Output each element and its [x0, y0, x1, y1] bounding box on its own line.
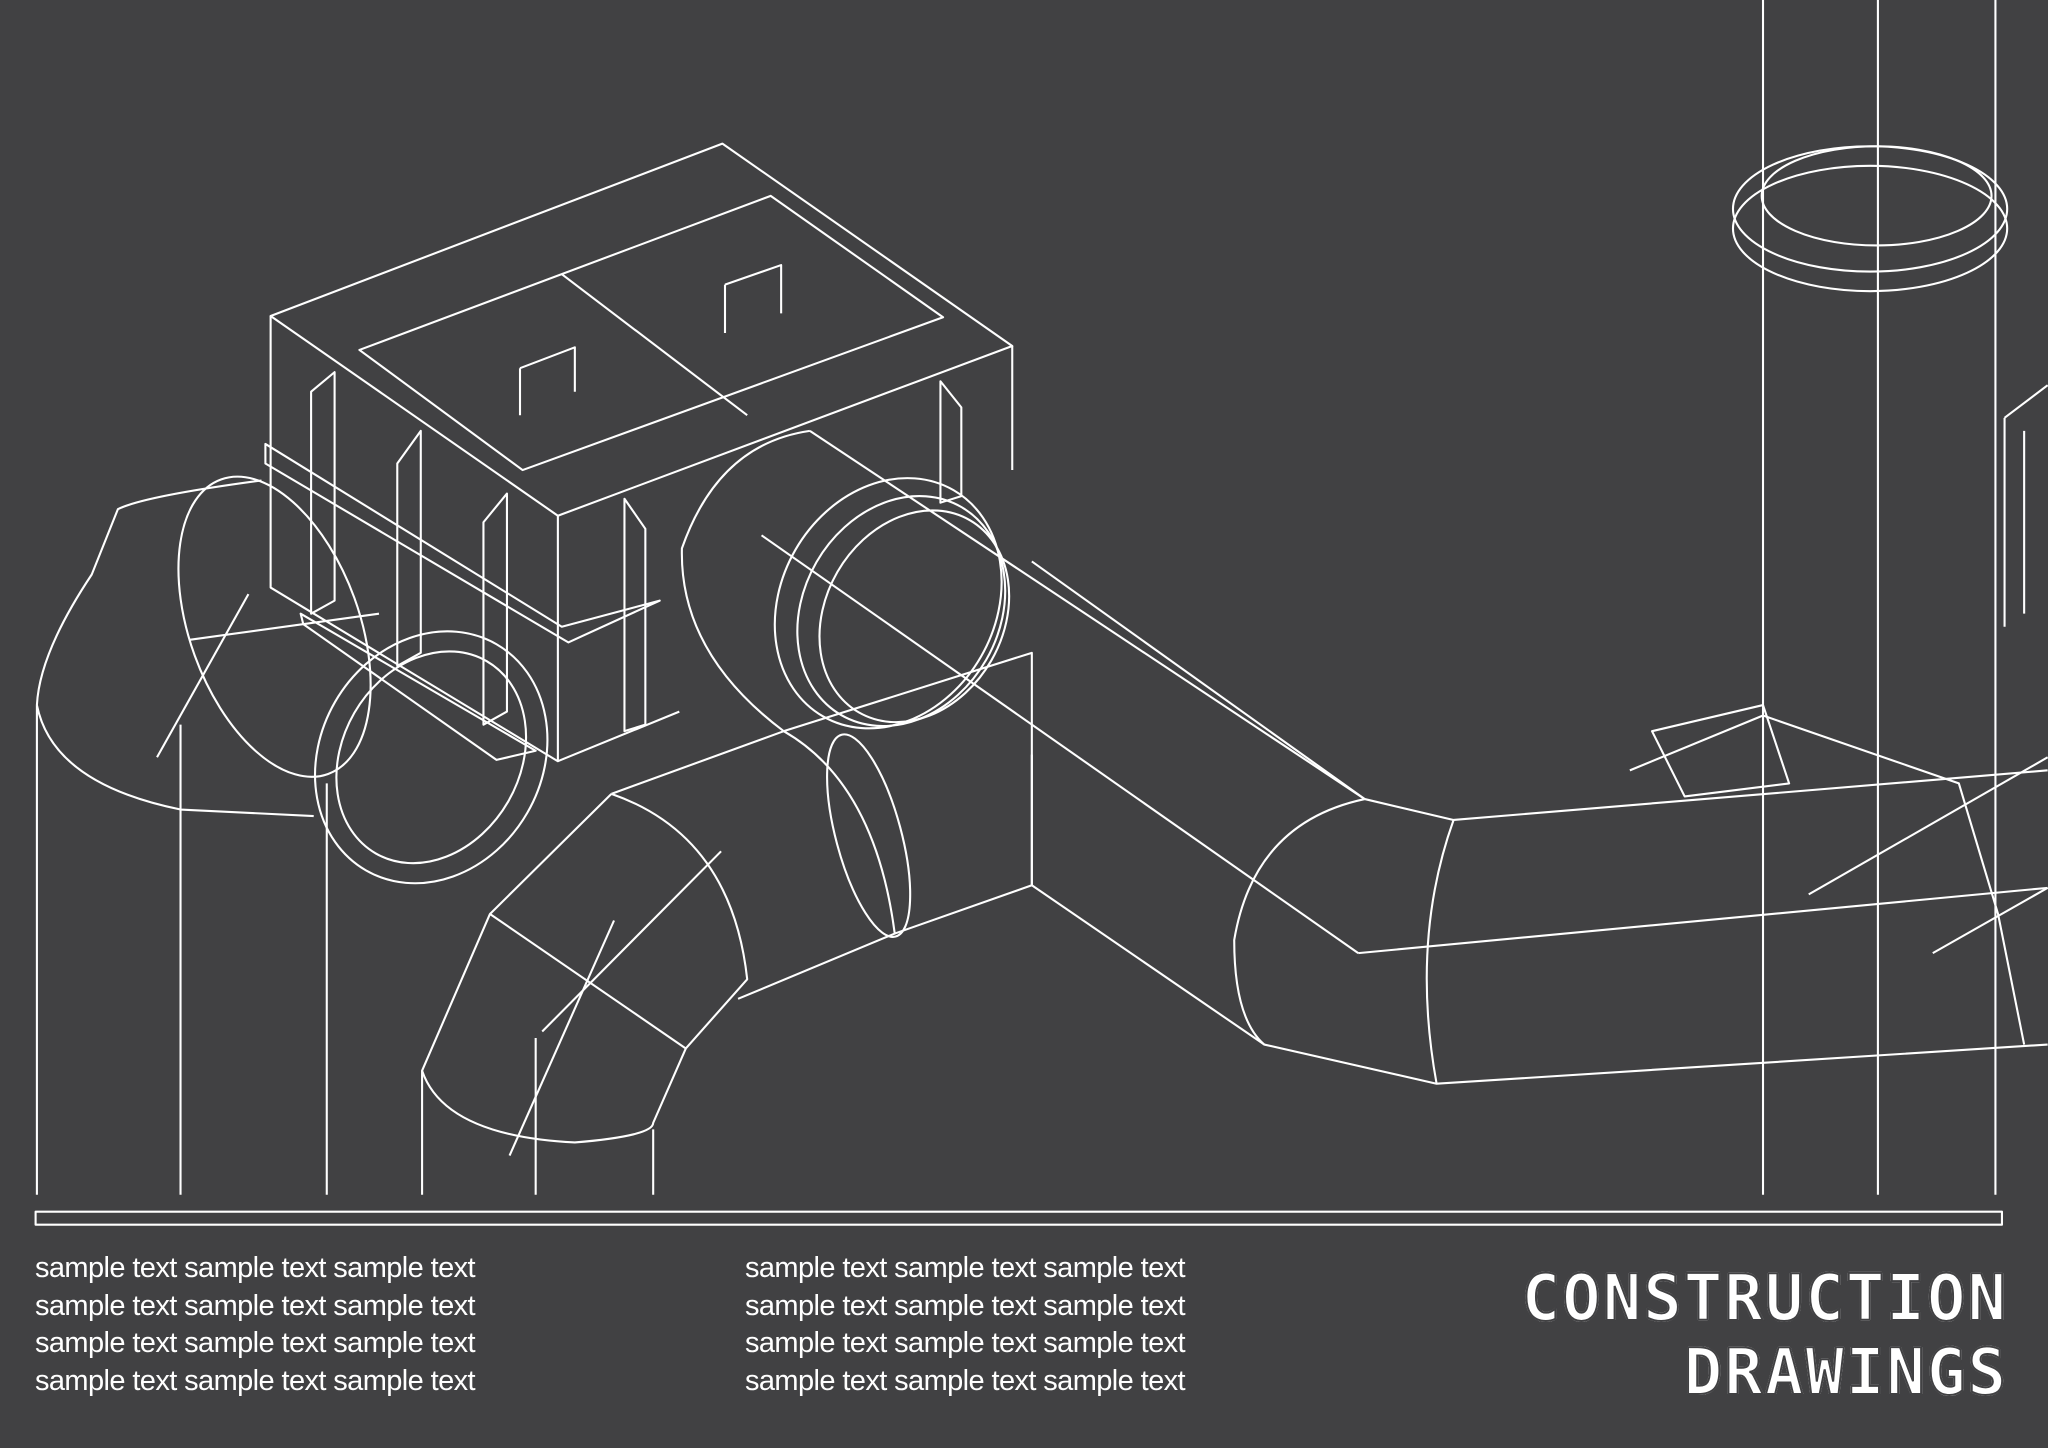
box-housing: [264, 142, 1014, 763]
text-line: sample text sample text sample text: [35, 1252, 476, 1284]
text-line: sample text sample text sample text: [745, 1289, 1186, 1322]
column-flange: [1650, 145, 2048, 798]
text-line: sample text sample text sample text: [745, 1327, 1186, 1359]
title-line-1: CONSTRUCTION: [1521, 1261, 2008, 1337]
vertical-lines: [35, 0, 1997, 1195]
text-line: sample text sample text sample text: [35, 1289, 476, 1322]
lower-pipe-elbow: [421, 651, 1033, 1156]
text-line: sample text sample text sample text: [35, 1364, 476, 1397]
text-line: sample text sample text sample text: [745, 1364, 1186, 1397]
title-line-2: DRAWINGS: [1683, 1335, 2008, 1411]
flange-and-diagonal-pipe: [680, 429, 1366, 955]
left-elbow-pipe: [35, 475, 549, 885]
title-frame-bar: [34, 1210, 2003, 1226]
text-block-middle: sample text sample text sample text samp…: [745, 1250, 1186, 1400]
text-block-left: sample text sample text sample text samp…: [35, 1250, 476, 1400]
text-line: sample text sample text sample text: [745, 1252, 1186, 1284]
poster-title: CONSTRUCTION DRAWINGS: [1521, 1261, 2008, 1411]
horizontal-duct: [1031, 714, 2048, 1085]
text-line: sample text sample text sample text: [35, 1327, 476, 1359]
